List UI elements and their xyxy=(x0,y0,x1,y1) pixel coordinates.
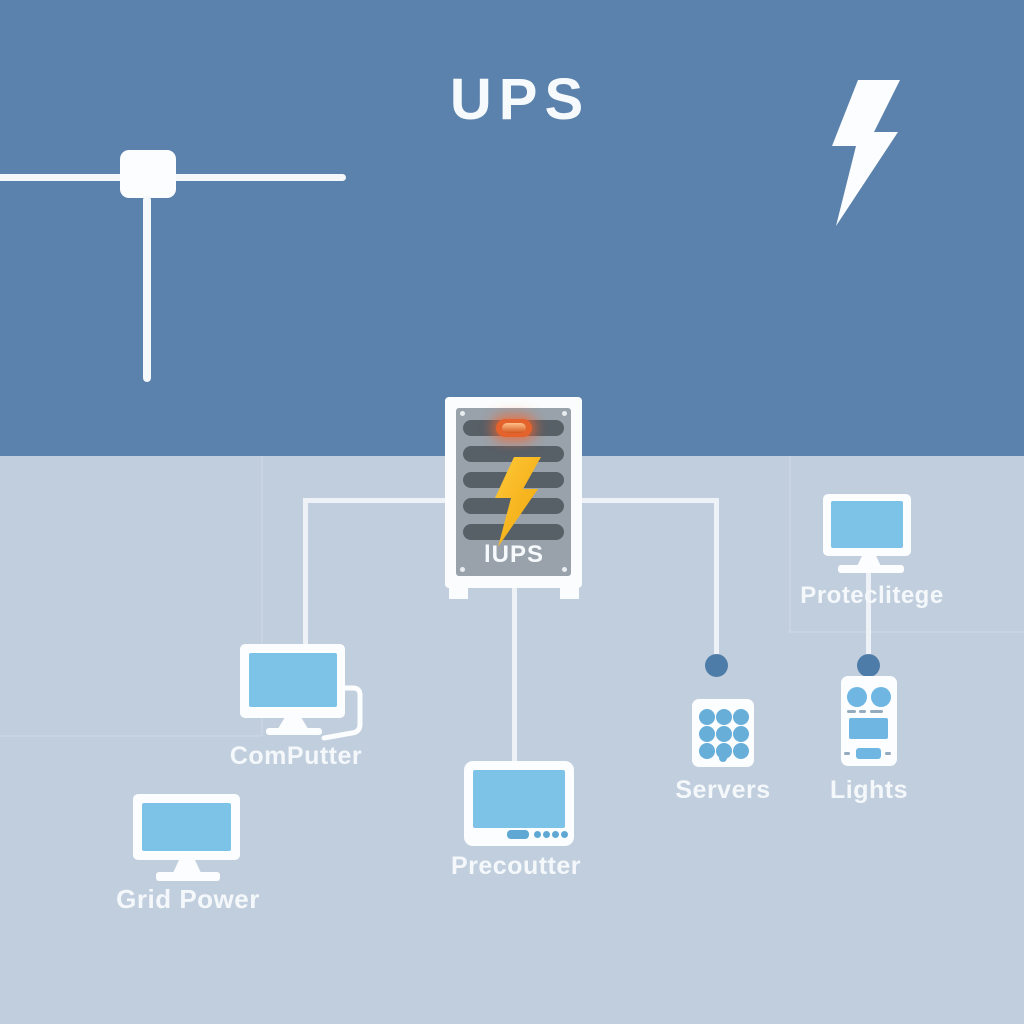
ups-vent-slat xyxy=(463,524,564,540)
lights-connector-dot xyxy=(857,654,880,677)
background-top-band xyxy=(0,0,1024,456)
ups-status-indicator-core xyxy=(502,423,526,433)
server-dot xyxy=(699,709,715,725)
protected-monitor-stand xyxy=(856,554,882,567)
connector-ups-to-computer-h xyxy=(303,498,445,503)
computer-label: ComPutter xyxy=(229,742,363,770)
lights-display xyxy=(849,718,888,739)
ups-right-foot xyxy=(560,588,579,599)
lightning-bolt-icon xyxy=(832,80,900,226)
server-dot xyxy=(716,726,732,742)
lights-tick xyxy=(844,752,850,755)
computer-monitor-stand xyxy=(277,717,309,730)
connector-ups-to-servers-h xyxy=(582,498,719,503)
connector-ups-to-precoutter xyxy=(512,588,517,763)
background-seam xyxy=(789,631,1024,633)
precoutter-screen xyxy=(473,770,565,828)
server-dot xyxy=(699,743,715,759)
power-node-square xyxy=(120,150,176,198)
grid-power-monitor-stand xyxy=(172,858,202,873)
screw-icon xyxy=(562,567,567,572)
server-dot xyxy=(699,726,715,742)
lights-body xyxy=(841,676,897,766)
server-dot xyxy=(716,709,732,725)
computer-monitor-screen xyxy=(249,653,337,707)
server-dot xyxy=(733,726,749,742)
servers-body xyxy=(692,699,754,767)
protected-monitor-screen xyxy=(831,501,903,548)
lights-knob xyxy=(847,687,867,707)
precoutter-dot xyxy=(543,831,550,838)
background-seam xyxy=(261,456,263,736)
servers-connector-dot xyxy=(705,654,728,677)
connector-ups-to-computer-v xyxy=(303,498,308,646)
server-dot xyxy=(733,709,749,725)
screw-icon xyxy=(562,411,567,416)
computer-cable xyxy=(321,685,363,741)
lights-tick xyxy=(859,710,866,713)
computer-monitor-base xyxy=(266,728,322,735)
ups-status-indicator xyxy=(496,419,532,437)
ups-device-label: lUPS xyxy=(483,541,545,568)
lights-tick xyxy=(847,710,856,713)
protected-monitor-label: Proteclitege xyxy=(800,582,944,609)
connector-ups-to-servers-v xyxy=(714,498,719,656)
lights-tick xyxy=(885,752,891,755)
precoutter-dot xyxy=(534,831,541,838)
servers-label: Servers xyxy=(675,776,771,804)
server-dot xyxy=(733,743,749,759)
grid-power-monitor-base xyxy=(156,872,220,881)
lights-switch xyxy=(856,748,881,759)
grid-power-label: Grid Power xyxy=(116,884,260,914)
connector-monitor-to-lights xyxy=(866,570,871,656)
ups-left-foot xyxy=(449,588,468,599)
precoutter-button xyxy=(507,830,529,839)
protected-monitor-base xyxy=(838,565,904,573)
grid-power-monitor-screen xyxy=(142,803,231,851)
lights-tick xyxy=(870,710,883,713)
background-seam xyxy=(789,456,791,632)
ups-bolt-icon xyxy=(495,457,541,547)
precoutter-dot xyxy=(561,831,568,838)
lights-knob xyxy=(871,687,891,707)
page-title: UPS xyxy=(449,67,591,132)
precoutter-label: Precoutter xyxy=(450,852,582,880)
precoutter-dot xyxy=(552,831,559,838)
screw-icon xyxy=(460,567,465,572)
precoutter-body xyxy=(464,761,574,846)
lights-label: Lights xyxy=(830,776,908,804)
background-seam xyxy=(0,735,262,737)
server-small-dot xyxy=(719,754,727,762)
power-line-vertical xyxy=(143,196,151,382)
screw-icon xyxy=(460,411,465,416)
